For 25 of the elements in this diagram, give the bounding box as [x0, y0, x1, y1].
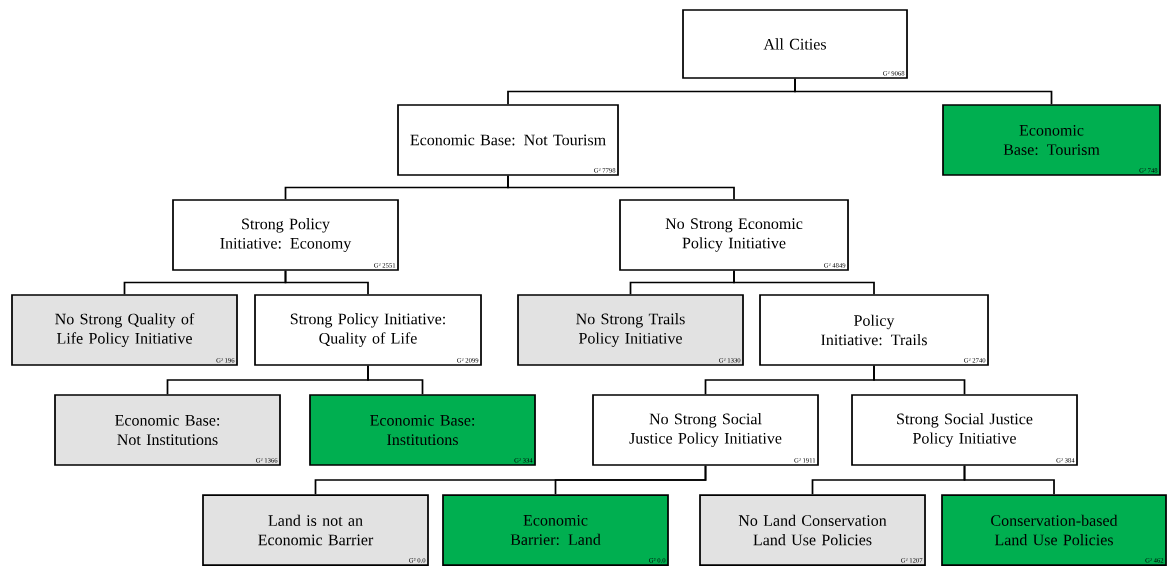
connector [554, 465, 707, 495]
node-label: Economic Base: Not Tourism [410, 134, 606, 146]
connector [963, 465, 1055, 495]
node-label: Strong Social Justice Policy Initiative [897, 413, 1033, 447]
node-label: Land is not an Economic Barrier [258, 514, 374, 546]
node-label: No Strong Quality of Life Policy Initiative [55, 312, 195, 348]
connector [507, 175, 735, 200]
connector [733, 270, 875, 295]
connector [873, 365, 966, 395]
node-label: Conservation-based Land Use Policies [991, 514, 1118, 546]
connector [367, 365, 424, 395]
node-label: Economic Barrier: Land [510, 514, 601, 546]
node-label: No Strong Social Justice Policy Initiative [629, 413, 782, 447]
node-label: Economic Base: Not Institutions [115, 414, 220, 446]
connector [284, 270, 369, 295]
node-label: No Land Conservation Land Use Policies [738, 514, 887, 546]
node-label: No Strong Economic Policy Initiative [665, 218, 803, 252]
node-label: All Cities [763, 38, 826, 50]
connector [794, 78, 1053, 105]
node-label: Strong Policy Initiative: Quality of Life [290, 313, 445, 347]
node-label: Economic Base: Institutions [370, 414, 475, 446]
node-label: No Strong Trails Policy Initiative [576, 313, 685, 347]
node-label: Economic Base: Tourism [1003, 124, 1100, 156]
node-label: Strong Policy Initiative: Economy [220, 218, 352, 252]
node-label: Policy Initiative: Trails [821, 314, 927, 346]
